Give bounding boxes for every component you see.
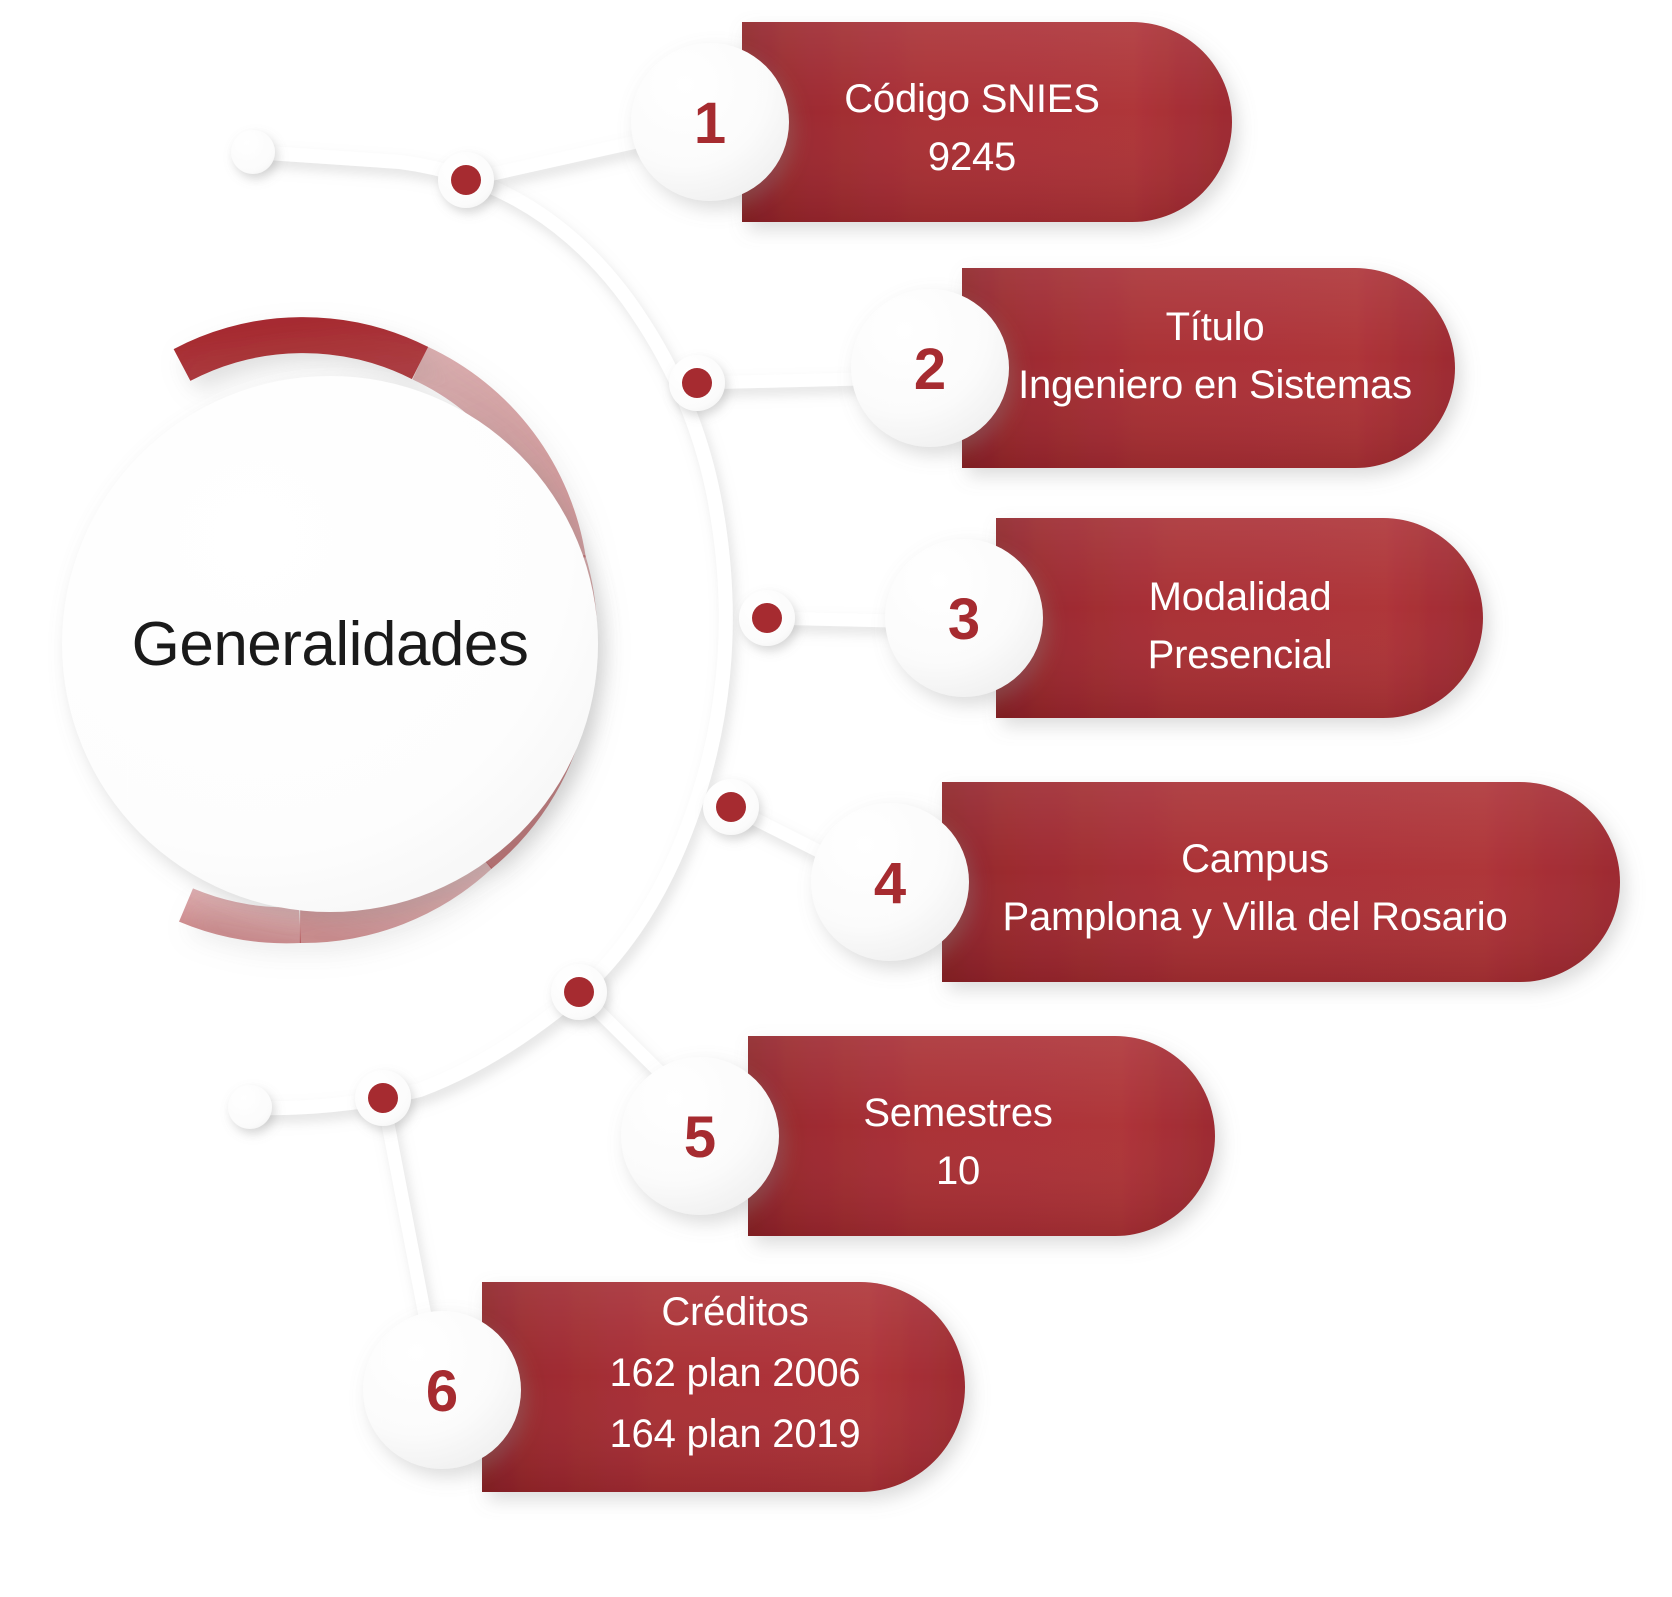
item-4-line-2: Pamplona y Villa del Rosario	[1002, 895, 1507, 939]
spine-cap-top	[231, 130, 275, 174]
item-6-pill-sheen	[482, 1282, 965, 1492]
item-1-line-1: Código SNIES	[844, 77, 1100, 121]
item-3-line-2: Presencial	[1148, 633, 1333, 677]
item-semestres[interactable]: 5 Semestres 10	[621, 1036, 1215, 1236]
center-title: Generalidades	[132, 610, 529, 679]
item-codigo-snies[interactable]: 1 Código SNIES 9245	[631, 22, 1232, 222]
item-titulo[interactable]: 2 Título Ingeniero en Sistemas	[851, 268, 1455, 468]
item-4-line-1: Campus	[1181, 837, 1329, 881]
item-3-number-circle	[885, 539, 1043, 697]
item-5-pill-sheen	[748, 1036, 1215, 1236]
spine-lower	[245, 985, 587, 1116]
item-creditos[interactable]: 6 Créditos 162 plan 2006 164 plan 2019	[363, 1282, 965, 1492]
spine-node-4[interactable]	[703, 779, 759, 835]
item-campus[interactable]: 4 Campus Pamplona y Villa del Rosario	[811, 782, 1620, 982]
item-3-pill-sheen	[996, 518, 1483, 718]
center-disc	[62, 376, 598, 912]
node-dot-1	[451, 165, 481, 195]
item-6-line-3: 164 plan 2019	[610, 1412, 861, 1456]
node-dot-2	[682, 368, 712, 398]
item-2-number-circle	[851, 289, 1009, 447]
center-hub: Generalidades	[62, 317, 598, 944]
item-1-number: 1	[694, 91, 726, 156]
node-dot-3	[752, 603, 782, 633]
spine-node-2[interactable]	[669, 355, 725, 411]
item-modalidad[interactable]: 3 Modalidad Presencial	[885, 518, 1483, 718]
item-6-number-circle	[363, 1311, 521, 1469]
item-4-number: 4	[874, 851, 906, 916]
node-dot-5	[564, 977, 594, 1007]
item-3-line-1: Modalidad	[1149, 575, 1332, 619]
spine-node-5[interactable]	[551, 964, 607, 1020]
node-dot-4	[716, 792, 746, 822]
item-4-pill-sheen	[942, 782, 1620, 982]
item-6-number: 6	[426, 1359, 458, 1424]
item-6-line-2: 162 plan 2006	[610, 1351, 861, 1395]
item-1-number-circle	[631, 43, 789, 201]
spine-cap-bottom	[228, 1085, 272, 1129]
item-3-number: 3	[948, 587, 980, 652]
spine-middle	[573, 513, 733, 999]
item-5-number: 5	[684, 1105, 716, 1170]
item-5-line-2: 10	[936, 1149, 980, 1193]
item-5-number-circle	[621, 1057, 779, 1215]
spine-node-6[interactable]	[355, 1070, 411, 1126]
item-2-line-1: Título	[1166, 305, 1265, 349]
spine-end-caps	[228, 130, 275, 1129]
spine-node-3[interactable]	[739, 590, 795, 646]
ring-segment-1	[173, 317, 429, 382]
spine-node-1[interactable]	[438, 152, 494, 208]
item-2-line-2: Ingeniero en Sistemas	[1018, 363, 1412, 407]
item-2-number: 2	[914, 337, 946, 402]
item-6-line-1: Créditos	[661, 1290, 808, 1334]
ring-segment-6	[179, 888, 301, 944]
leader-line-6	[376, 1091, 439, 1359]
node-dot-6	[368, 1083, 398, 1113]
item-4-number-circle	[811, 803, 969, 961]
item-2-pill-sheen	[962, 268, 1455, 468]
item-1-line-2: 9245	[928, 135, 1016, 179]
item-5-line-1: Semestres	[863, 1091, 1052, 1135]
item-1-pill-sheen	[742, 22, 1232, 222]
spine-nodes	[355, 152, 795, 1126]
